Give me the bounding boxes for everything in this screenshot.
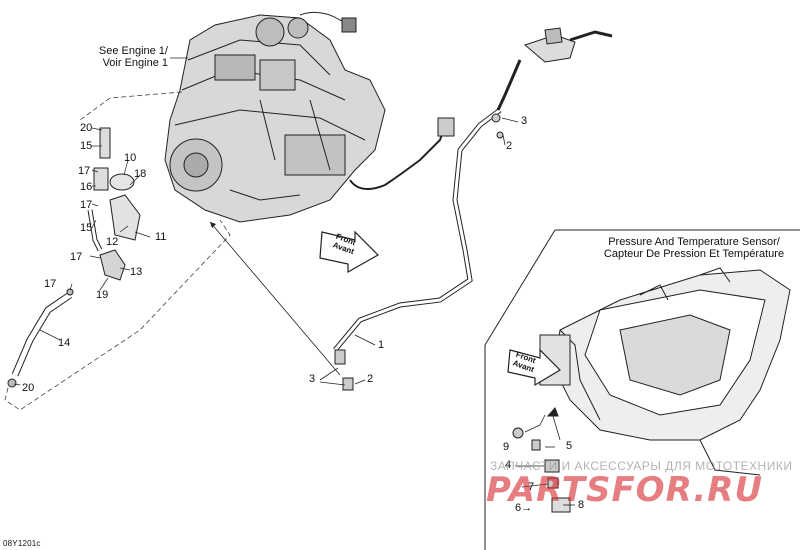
front-arrow-inset: [507, 348, 561, 387]
main-hose: [333, 108, 502, 352]
callout-2-lower: 2: [367, 373, 374, 385]
callout-7: 7: [528, 481, 535, 493]
engine-ref-line2: Voir Engine 1: [102, 57, 168, 69]
callout-15-top: 15: [80, 140, 93, 152]
callout-11: 11: [155, 231, 167, 243]
figure-code: 08Y1201c: [3, 539, 41, 548]
engine-assembly: [164, 11, 386, 223]
callout-3-lower: 3: [309, 373, 316, 385]
upper-sensor: [496, 27, 613, 111]
callout-9: 9: [503, 441, 510, 453]
lower-fittings: [319, 349, 366, 391]
callout-15-lower: 15: [80, 222, 93, 234]
inset-title-line1: Pressure And Temperature Sensor/: [608, 236, 780, 248]
inset-title: Pressure And Temperature Sensor/ Capteur…: [590, 236, 798, 260]
callout-6: 6→: [515, 502, 533, 514]
engine-ref-line1: See Engine 1/: [98, 45, 168, 57]
inset-sensor-parts: [512, 407, 575, 513]
wiring-harness: [349, 124, 446, 190]
callout-14: 14: [58, 337, 71, 349]
phantom-outline: [4, 91, 231, 411]
harness-connector: [437, 117, 455, 137]
front-arrow-main: [319, 230, 379, 274]
watermark-logo: PARTSFOR.RU: [486, 470, 764, 510]
callout-3-upper: 3: [521, 115, 528, 127]
watermark-text: ЗАПЧАСТИ И АКСЕССУАРЫ ДЛЯ МОТОТЕХНИКИ: [490, 459, 793, 473]
callout-17-d: 17: [44, 278, 57, 290]
upper-fittings: [491, 113, 519, 146]
callout-16: 16: [80, 181, 93, 193]
callout-19: 19: [96, 289, 109, 301]
callout-20-top: 20: [80, 122, 93, 134]
callout-10: 10: [124, 152, 137, 164]
leader-1: [354, 334, 376, 346]
callout-20-bottom: 20: [22, 382, 35, 394]
oil-hose-assembly: [7, 127, 141, 388]
leader-engine-fitting: [209, 221, 341, 376]
callout-12: 12: [106, 236, 119, 248]
callout-5: 5: [566, 440, 573, 452]
callout-4: 4: [505, 459, 512, 471]
inset-frame: [484, 229, 800, 550]
left-leaders: [13, 127, 151, 386]
callout-17-c: 17: [70, 251, 83, 263]
leader-arrowhead: [210, 222, 216, 228]
callout-18: 18: [134, 168, 147, 180]
inset-title-line2: Capteur De Pression Et Température: [603, 248, 785, 260]
engine-ref-note: See Engine 1/ Voir Engine 1: [60, 45, 168, 69]
callout-17-b: 17: [80, 199, 93, 211]
callout-1: 1: [378, 339, 385, 351]
callout-13: 13: [130, 266, 143, 278]
callout-8: 8: [578, 499, 585, 511]
chassis-drawing: [539, 267, 791, 476]
callout-17-a: 17: [78, 165, 91, 177]
callout-2-upper: 2: [506, 140, 513, 152]
